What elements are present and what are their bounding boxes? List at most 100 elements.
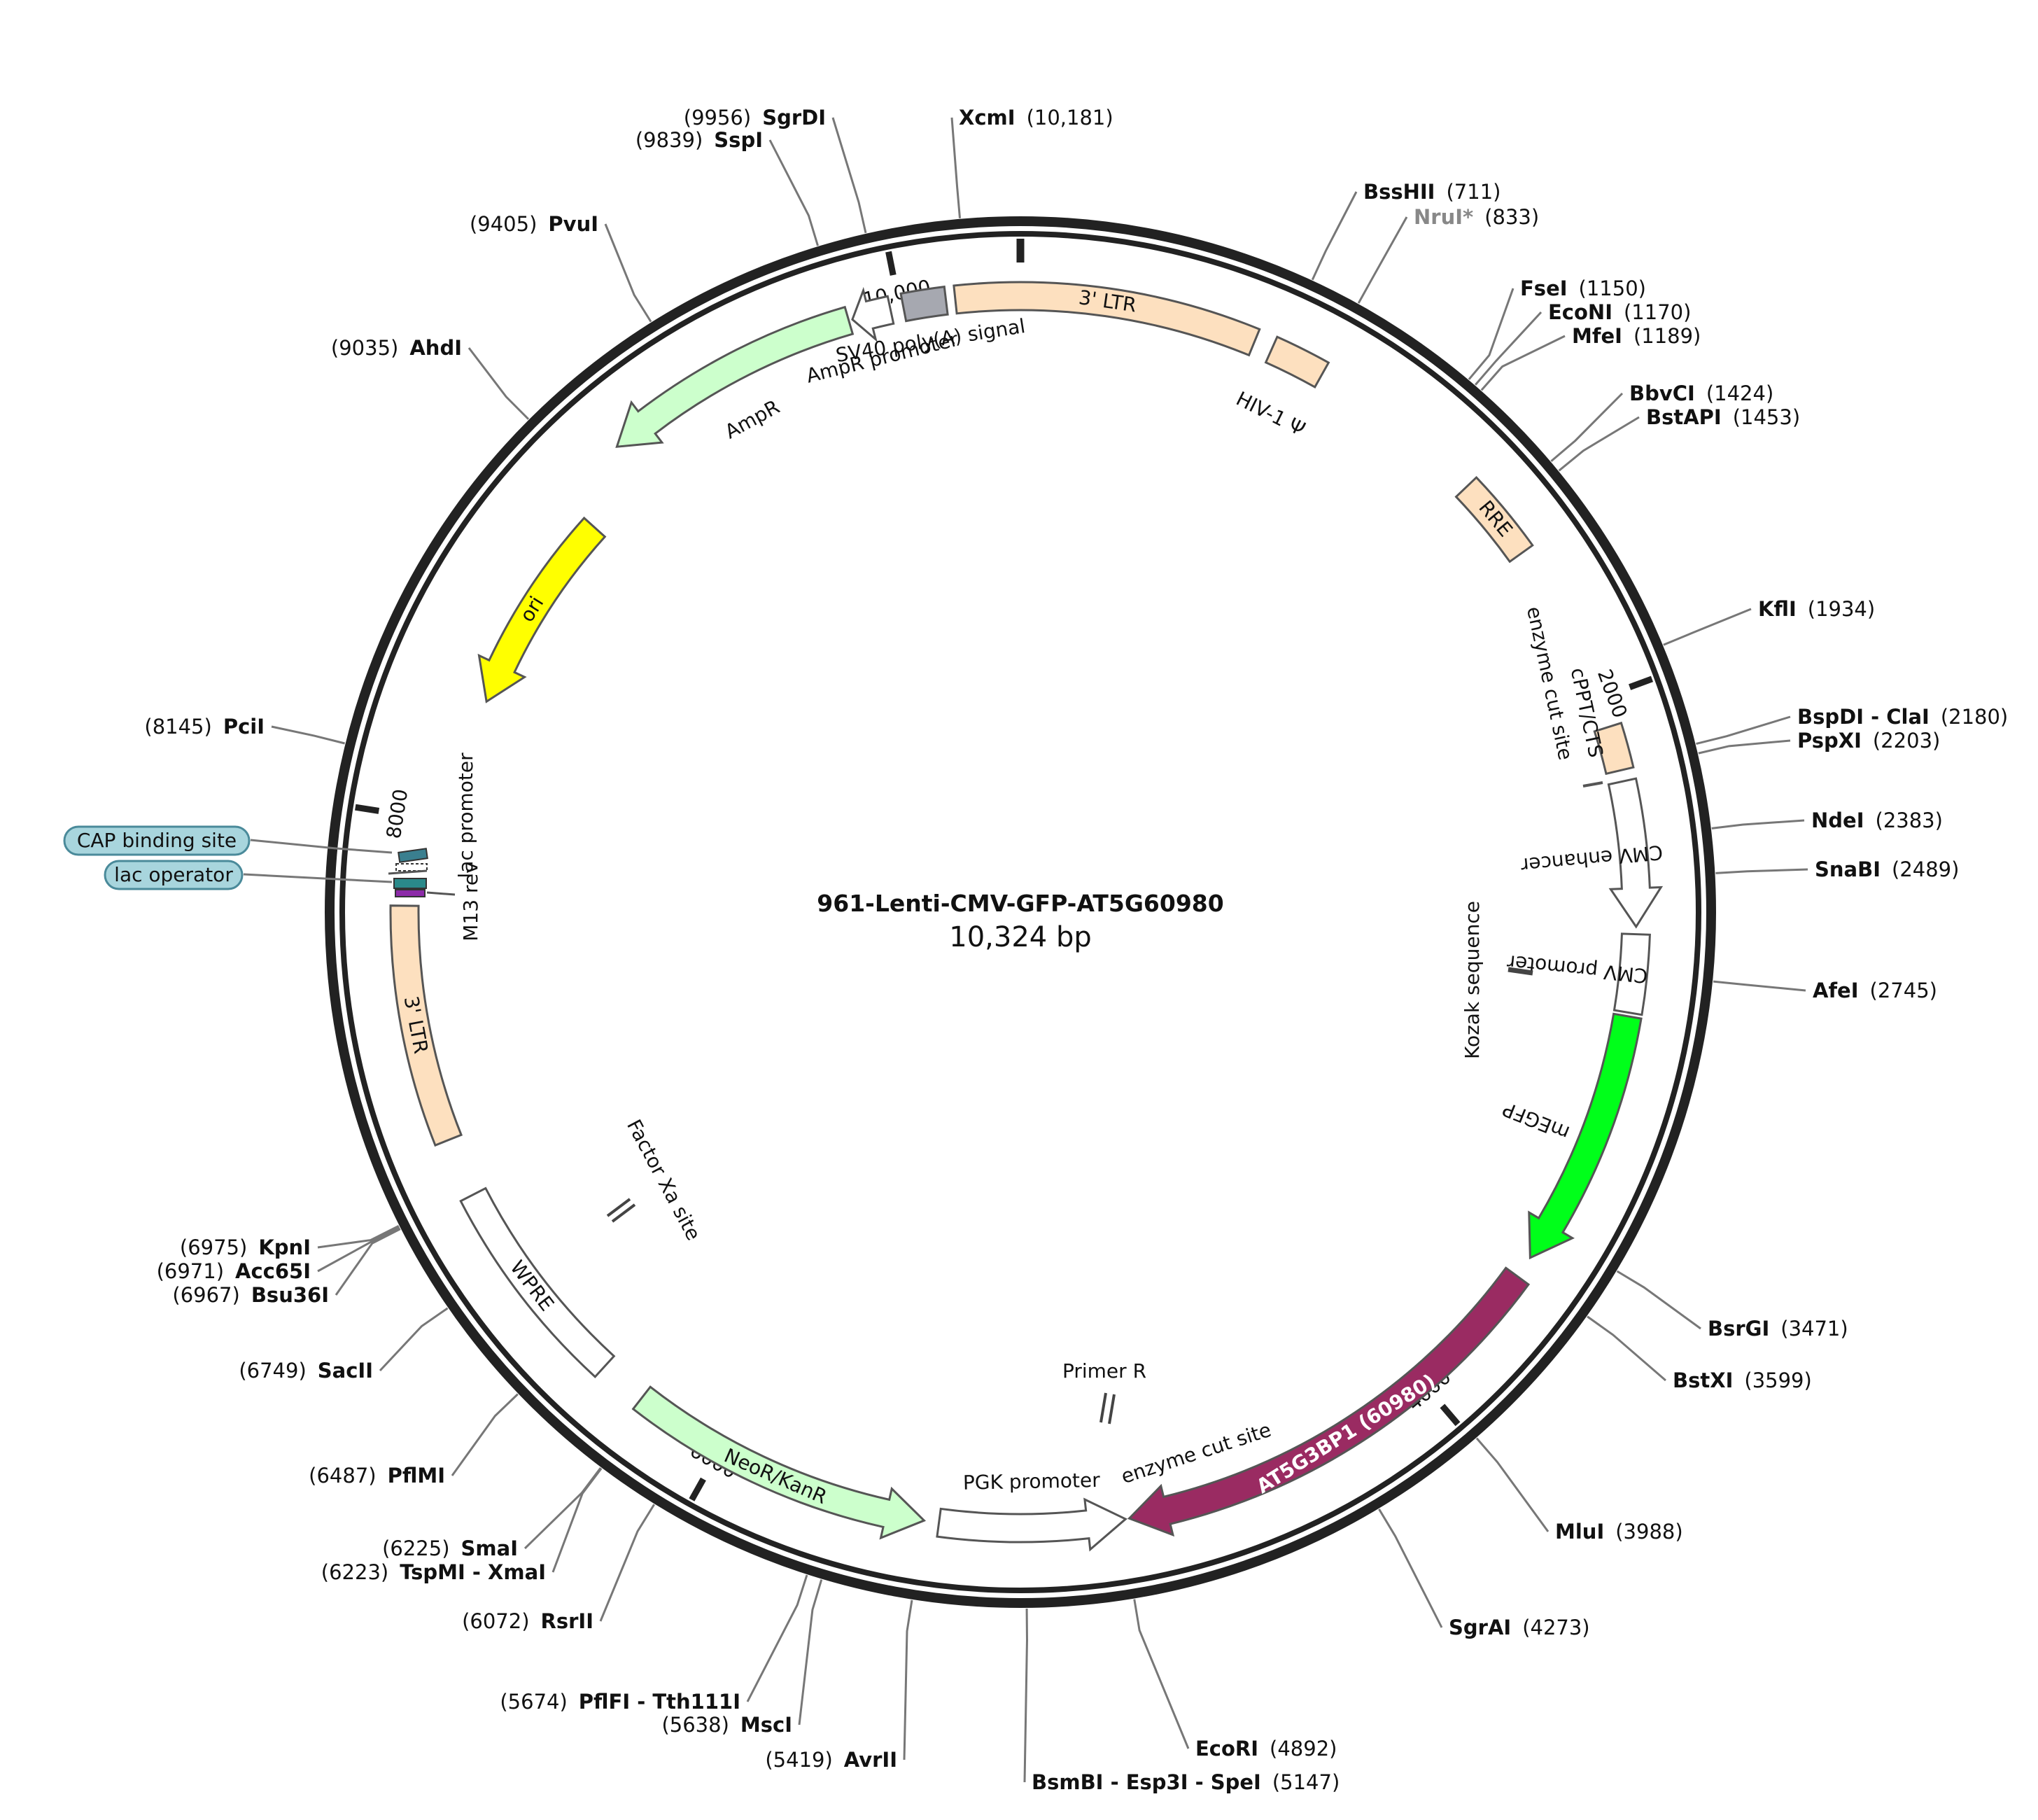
site-sspi[interactable]: (9839)SspI xyxy=(635,128,819,246)
feature-cmvenh[interactable] xyxy=(1607,777,1664,929)
lac-operator-box xyxy=(104,860,244,890)
feature-at5g[interactable] xyxy=(1127,1266,1531,1537)
site-ahdi[interactable]: (9035)AhdI xyxy=(331,336,530,420)
site-nrui[interactable]: NruI*(833) xyxy=(1357,205,1539,304)
site-label-ahdi: (9035)AhdI xyxy=(331,336,462,360)
feature-ltr3[interactable] xyxy=(389,904,463,1147)
site-label-snabi: SnaBI(2489) xyxy=(1815,858,1959,881)
site-acc65i[interactable]: (6971)Acc65I xyxy=(157,1226,400,1283)
tick-mark-8000 xyxy=(355,804,380,814)
site-label-mfei: MfeI(1189) xyxy=(1572,324,1701,348)
tick-mark-2000 xyxy=(1629,676,1654,690)
site-label-afei: AfeI(2745) xyxy=(1813,979,1937,1002)
site-bbvci[interactable]: BbvCI(1424) xyxy=(1550,382,1773,462)
feature-cmvprom[interactable] xyxy=(1612,932,1651,1016)
site-econi[interactable]: EcoNI(1170) xyxy=(1474,300,1691,386)
site-rsrii[interactable]: (6072)RsrII xyxy=(462,1504,655,1633)
site-smai[interactable]: (6225)SmaI xyxy=(382,1467,602,1560)
site-leader-sgrdi xyxy=(831,117,867,234)
factor-xa-mark-1 xyxy=(606,1198,631,1217)
site-label-sacii: (6749)SacII xyxy=(239,1359,373,1382)
site-sgrai[interactable]: SgrAI(4273) xyxy=(1378,1508,1590,1639)
site-leader-bsu36i xyxy=(335,1228,401,1296)
restriction-site-layer: XcmI(10,181) (9956)SgrDI(9839)SspI (9405)P… xyxy=(144,106,2008,1794)
feature-label-hiv1psi: HIV-1 Ψ xyxy=(1232,387,1309,441)
site-fsei[interactable]: FseI(1150) xyxy=(1468,276,1646,380)
site-pflfi-tth111i[interactable]: (5674)PflFI - Tth111I xyxy=(500,1574,808,1714)
site-label-bsshii: BssHII(711) xyxy=(1363,180,1501,204)
site-label-nrui: NruI*(833) xyxy=(1414,205,1539,229)
site-sacii[interactable]: (6749)SacII xyxy=(239,1307,449,1382)
site-mlui[interactable]: MluI(3988) xyxy=(1475,1437,1683,1544)
feature-amprprom[interactable] xyxy=(851,286,895,342)
feature-sv40[interactable] xyxy=(899,285,949,323)
site-bspdi-clai[interactable]: BspDI - ClaI(2180) xyxy=(1696,705,2009,746)
site-pflmi[interactable]: (6487)PflMI xyxy=(309,1393,519,1488)
primer-r-mark-1 xyxy=(1099,1392,1107,1423)
site-tspmi-xmai[interactable]: (6223)TspMI - XmaI xyxy=(321,1467,603,1584)
site-snabi[interactable]: SnaBI(2489) xyxy=(1715,858,1959,881)
site-leader-kpni xyxy=(317,1224,400,1249)
site-avrii[interactable]: (5419)AvrII xyxy=(765,1600,913,1772)
site-pspxi[interactable]: PspXI(2203) xyxy=(1698,729,1941,755)
site-leader-pspxi xyxy=(1698,739,1791,755)
site-kpni[interactable]: (6975)KpnI xyxy=(180,1224,400,1259)
site-leader-bsshii xyxy=(1311,191,1358,281)
site-ndei[interactable]: NdeI(2383) xyxy=(1711,808,1943,832)
site-ecori[interactable]: EcoRI(4892) xyxy=(1133,1599,1337,1760)
feature-cppt[interactable] xyxy=(1593,721,1635,776)
site-leader-bbvci xyxy=(1550,392,1624,462)
small-feature-layer: enzyme cut site cPPT/CTS Kozak sequence … xyxy=(63,604,1608,1488)
site-afei[interactable]: AfeI(2745) xyxy=(1713,979,1937,1002)
site-leader-smai xyxy=(523,1467,602,1550)
site-label-smai: (6225)SmaI xyxy=(382,1536,518,1560)
site-label-sspi: (9839)SspI xyxy=(635,128,763,152)
plasmid-length: 10,324 bp xyxy=(949,921,1091,953)
tick-mark-6000 xyxy=(689,1477,706,1502)
lac-promoter-mark xyxy=(395,863,428,872)
site-kfli[interactable]: KflI(1934) xyxy=(1663,597,1875,646)
site-mfei[interactable]: MfeI(1189) xyxy=(1480,324,1701,391)
site-bstxi[interactable]: BstXI(3599) xyxy=(1587,1315,1812,1392)
site-bsu36i[interactable]: (6967)Bsu36I xyxy=(172,1228,401,1307)
feature-ltr5[interactable] xyxy=(953,281,1261,357)
site-pvui[interactable]: (9405)PvuI xyxy=(470,212,652,323)
feature-rre[interactable] xyxy=(1454,475,1534,564)
site-bsrgi[interactable]: BsrGI(3471) xyxy=(1616,1270,1848,1340)
site-leader-pvui xyxy=(604,223,652,323)
site-leader-mlui xyxy=(1475,1437,1549,1532)
site-bsmbi-esp3i-spei[interactable]: BsmBI - Esp3I - SpeI(5147) xyxy=(1023,1608,1340,1794)
site-leader-bstxi xyxy=(1587,1315,1666,1382)
site-label-mlui: MluI(3988) xyxy=(1555,1520,1683,1544)
site-msci[interactable]: (5638)MscI xyxy=(661,1579,823,1737)
tick-mark-10000 xyxy=(885,251,897,276)
feature-pgk[interactable] xyxy=(936,1497,1128,1552)
site-leader-bsmbi-esp3i-spei xyxy=(1023,1608,1028,1783)
site-label-bspdi-clai: BspDI - ClaI(2180) xyxy=(1797,705,2008,729)
m13-rev-mark xyxy=(395,889,426,897)
site-sgrdi[interactable]: (9956)SgrDI xyxy=(684,106,867,234)
site-leader-nrui xyxy=(1357,216,1408,304)
feature-wpre[interactable] xyxy=(459,1186,616,1378)
feature-neor[interactable] xyxy=(631,1385,927,1540)
feature-label-neor: NeoR/KanR xyxy=(721,1444,831,1509)
feature-hiv1psi[interactable] xyxy=(1264,335,1330,388)
feature-megfp[interactable] xyxy=(1528,1012,1643,1260)
tick-mark-4000 xyxy=(1440,1404,1461,1427)
site-leader-bspdi-clai xyxy=(1696,715,1791,746)
site-leader-pflmi xyxy=(451,1393,519,1476)
lac-promoter-label: lac promoter xyxy=(454,752,477,878)
factor-xa-mark-2 xyxy=(611,1203,636,1223)
site-bsshii[interactable]: BssHII(711) xyxy=(1311,180,1501,281)
site-pcii[interactable]: (8145)PciI xyxy=(144,715,345,745)
kozak-label: Kozak sequence xyxy=(1461,901,1484,1059)
site-xcmi[interactable]: XcmI(10,181) xyxy=(950,106,1113,218)
site-label-pspxi: PspXI(2203) xyxy=(1797,729,1940,752)
site-leader-pflfi-tth111i xyxy=(746,1574,808,1702)
feature-ori[interactable] xyxy=(477,516,607,704)
feature-ampr[interactable] xyxy=(615,305,855,448)
site-bstapi[interactable]: BstAPI(1453) xyxy=(1558,405,1801,472)
enzyme-cut-site-mark xyxy=(1582,781,1603,788)
backbone-inner-ring xyxy=(339,231,1701,1593)
